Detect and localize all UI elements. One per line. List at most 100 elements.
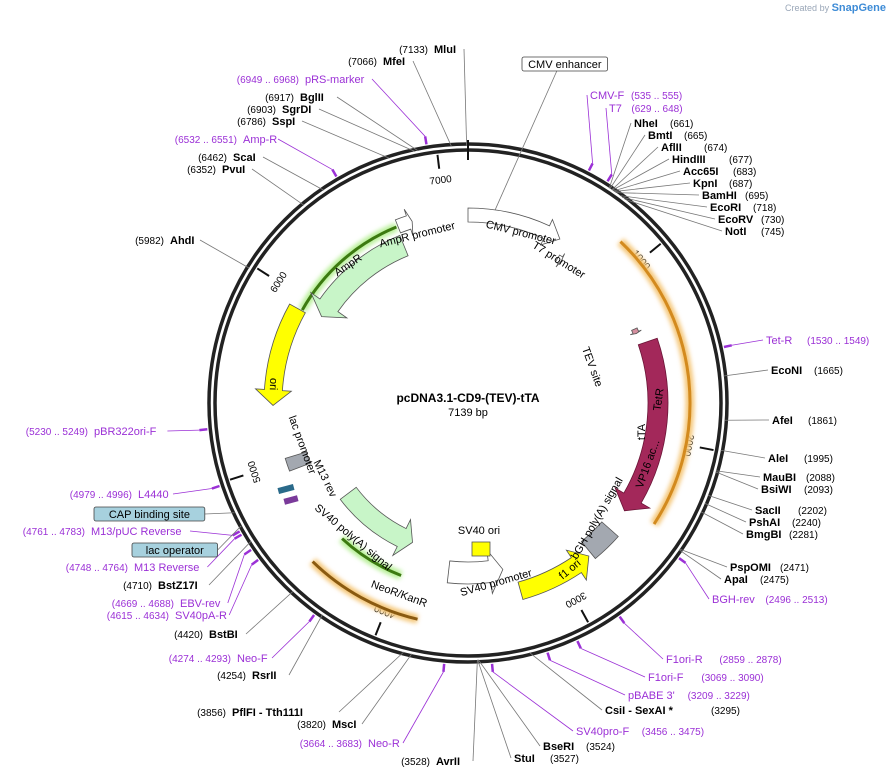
primer-mark <box>587 162 594 172</box>
primer-label: T7 <box>609 103 622 115</box>
primer-label: SV40pA-R <box>175 610 227 622</box>
sv40-ori-box <box>471 541 491 557</box>
site-position-right: (3524) <box>586 742 615 753</box>
site-label-left: AvrII <box>436 756 460 768</box>
tetr-arrow <box>614 337 669 512</box>
tetr-label: TetR <box>652 387 667 411</box>
leader-line <box>318 108 416 152</box>
primer-label: pRS-marker <box>305 74 365 86</box>
leader-line <box>477 659 512 759</box>
primer-mark <box>442 663 446 672</box>
leader-line <box>529 652 603 711</box>
primer-mark <box>606 173 613 182</box>
leader-line <box>245 591 294 635</box>
site-label-right: AleI <box>768 453 788 465</box>
primer-label: M13/pUC Reverse <box>91 526 181 538</box>
leader-line <box>621 196 716 220</box>
primer-position: (535 .. 555) <box>631 91 682 102</box>
primer-label: L4440 <box>138 489 169 501</box>
tick-mark <box>229 474 244 481</box>
sv40-polya-box <box>284 451 311 472</box>
primer-label: M13 Reverse <box>134 562 199 574</box>
t7-promoter-arrow <box>554 253 566 268</box>
tick-label: 3000 <box>563 589 588 610</box>
site-label-left: SgrDI <box>282 104 311 116</box>
site-position-right: (2475) <box>760 575 789 586</box>
site-position-left: (6917) <box>265 93 294 104</box>
site-position-left: (3528) <box>401 757 430 768</box>
site-position-right: (2281) <box>789 530 818 541</box>
primer-label: Neo-R <box>368 738 400 750</box>
boxed-label-bg <box>93 506 206 522</box>
m13-rev-label: M13 rev <box>311 458 339 499</box>
primer-position: (3456 .. 3475) <box>642 727 704 738</box>
site-position-right: (683) <box>733 167 756 178</box>
site-label-right: AfeI <box>772 415 793 427</box>
primer-leader <box>580 647 646 678</box>
leader-line <box>412 60 452 147</box>
primer-leader <box>189 530 233 536</box>
site-position-right: (718) <box>753 203 776 214</box>
site-label-left: AhdI <box>170 235 194 247</box>
neor-arrow <box>339 486 413 557</box>
primer-position: (3664 .. 3683) <box>300 739 362 750</box>
leader-line <box>613 170 681 192</box>
primer-mark <box>546 652 552 661</box>
site-label-right: KpnI <box>693 178 717 190</box>
site-position-left: (4420) <box>174 630 203 641</box>
primer-label: pBR322ori-F <box>94 426 157 438</box>
site-label-right: BsiWI <box>761 484 792 496</box>
primer-leader <box>167 429 200 432</box>
primer-label: Amp-R <box>243 134 277 146</box>
site-label-right: BmtI <box>648 130 672 142</box>
boxed-label-bg <box>131 542 218 558</box>
boxed-leader <box>492 70 558 215</box>
primer-label: Neo-F <box>237 653 268 665</box>
site-position-right: (665) <box>684 131 707 142</box>
site-label-right: BamHI <box>702 190 737 202</box>
primer-mark <box>199 428 208 432</box>
tick-label: 5000 <box>246 459 263 484</box>
site-label-left: PvuI <box>222 164 245 176</box>
primer-mark <box>331 168 338 178</box>
leader-line <box>614 182 691 192</box>
site-position-right: (1995) <box>804 454 833 465</box>
site-position-right: (2240) <box>792 518 821 529</box>
site-position-left: (6352) <box>187 165 216 176</box>
leader-line <box>472 659 478 762</box>
feature-arrows <box>254 207 669 600</box>
site-position-right: (661) <box>670 119 693 130</box>
primer-leader <box>685 562 710 600</box>
primer-mark <box>250 558 259 566</box>
leader-line <box>700 511 744 535</box>
tev-site-arrow <box>630 327 642 336</box>
boxed-leader <box>217 525 242 551</box>
leader-line <box>477 659 541 747</box>
boxed-label: CAP binding site <box>109 509 190 521</box>
site-position-left: (6462) <box>198 153 227 164</box>
cmv-promoter-arrow <box>467 207 561 246</box>
primer-leader <box>492 671 574 732</box>
primer-label: pBABE 3' <box>628 690 675 702</box>
site-position-right: (2088) <box>806 473 835 484</box>
leader-line <box>301 120 390 159</box>
site-label-left: BstBI <box>209 629 238 641</box>
site-position-right: (730) <box>761 215 784 226</box>
tick-mark <box>580 609 590 623</box>
primer-position: (4748 .. 4764) <box>66 563 128 574</box>
leader-line <box>199 239 250 269</box>
primer-leader <box>207 538 235 568</box>
primer-mark <box>618 615 626 624</box>
ampr-arrow <box>309 234 409 319</box>
ampr-promoter-arrow <box>394 209 414 236</box>
primer-position: (4274 .. 4293) <box>169 654 231 665</box>
leader-line <box>624 198 723 232</box>
site-label-right: EcoRV <box>718 214 754 226</box>
leader-lines <box>167 48 770 762</box>
ampr-line <box>300 225 397 311</box>
leader-line <box>463 48 468 147</box>
primer-leader <box>228 564 253 616</box>
primer-leader <box>624 622 664 660</box>
site-label-right: SacII <box>755 505 781 517</box>
